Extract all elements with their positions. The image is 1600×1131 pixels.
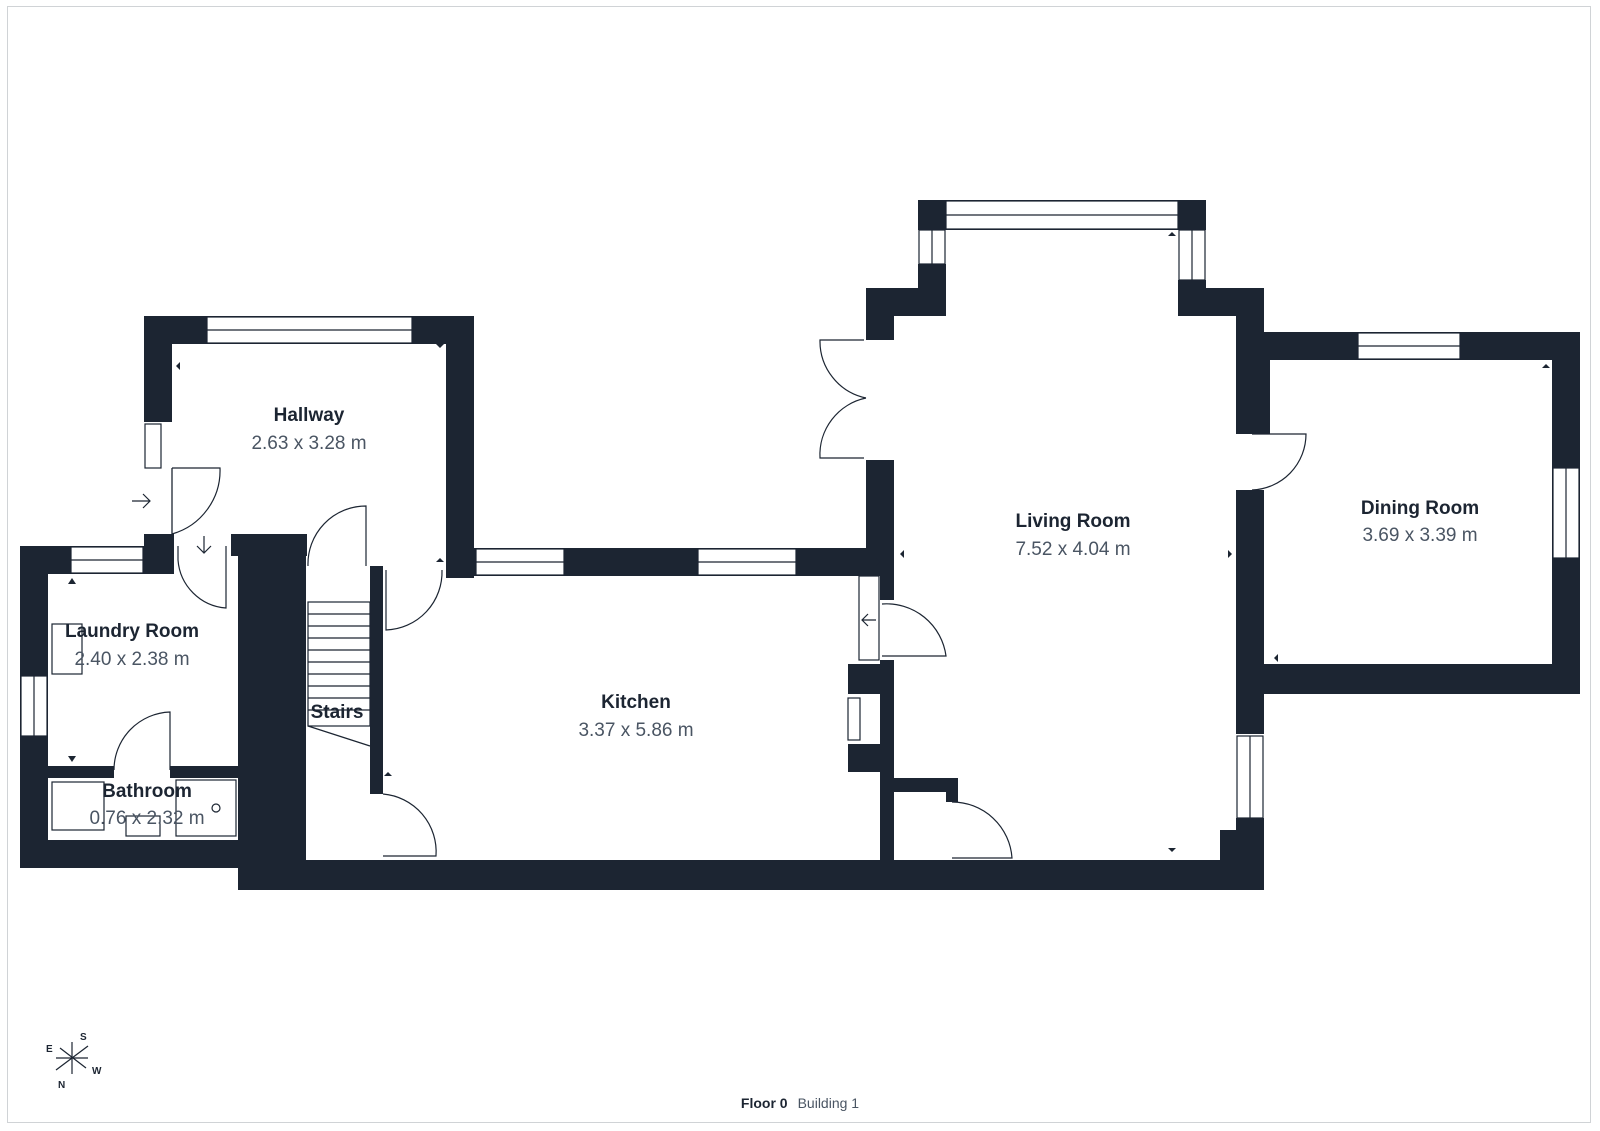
measure-ticks [68, 232, 1550, 852]
room-name-stairs: Stairs [311, 702, 364, 723]
room-dims-laundry: 2.40 x 2.38 m [74, 649, 189, 670]
room-name-kitchen: Kitchen [601, 692, 671, 713]
room-name-dining: Dining Room [1361, 498, 1479, 519]
building-label: Building 1 [797, 1095, 860, 1111]
room-name-bathroom: Bathroom [102, 781, 192, 802]
compass-n: N [58, 1080, 65, 1091]
room-dims-kitchen: 3.37 x 5.86 m [578, 720, 693, 741]
compass-icon: S E W N [46, 1032, 102, 1091]
compass-s: S [80, 1032, 87, 1043]
doors [113, 339, 1307, 859]
page-frame [7, 6, 1591, 1123]
stairs-treads [307, 601, 371, 747]
compass-w: W [92, 1066, 102, 1077]
room-name-laundry: Laundry Room [65, 621, 199, 642]
compass-e: E [46, 1044, 53, 1055]
room-name-hallway: Hallway [274, 405, 345, 426]
room-name-living: Living Room [1015, 511, 1130, 532]
room-dims-dining: 3.69 x 3.39 m [1362, 525, 1477, 546]
room-dims-living: 7.52 x 4.04 m [1015, 539, 1130, 560]
entrance-arrow-icon [132, 493, 876, 627]
floor-label: Floor 0 [740, 1095, 788, 1111]
room-dims-hallway: 2.63 x 3.28 m [251, 433, 366, 454]
walls [20, 200, 1580, 890]
footer: Floor 0 Building 1 [0, 1095, 1600, 1111]
room-dims-bathroom: 0.76 x 2.32 m [89, 808, 204, 829]
fixtures [51, 623, 237, 837]
room-labels: Hallway 2.63 x 3.28 m Laundry Room 2.40 … [65, 405, 1479, 829]
